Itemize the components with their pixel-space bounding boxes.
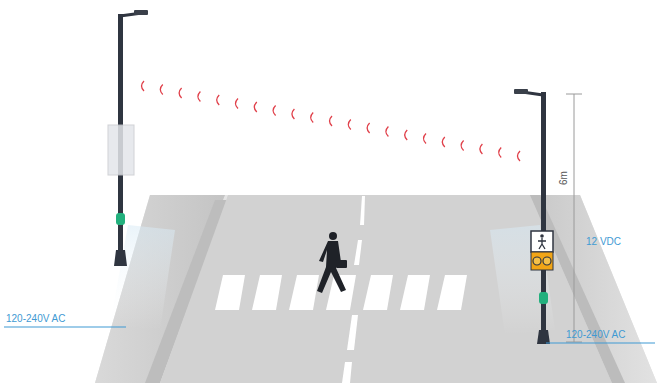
road-ground — [95, 195, 657, 383]
status-light — [116, 213, 125, 225]
height-dimension — [566, 94, 582, 342]
pedestrian-figure — [317, 232, 347, 293]
flasher-panel — [531, 252, 553, 270]
leader-line — [546, 342, 655, 343]
voltage-label: 120-240V AC — [6, 313, 66, 325]
status-light — [539, 292, 548, 304]
height-dimension-label: 6m — [558, 170, 570, 186]
voltage-label: 120-240V AC — [566, 329, 626, 341]
voltage-label: 12 VDC — [586, 236, 621, 248]
left-pole — [108, 10, 148, 266]
wireless-signal — [142, 81, 521, 161]
right-pole — [514, 89, 553, 344]
leader-line — [4, 326, 126, 327]
pedestrian-sign — [531, 231, 553, 252]
sensor-bracket — [108, 125, 134, 175]
